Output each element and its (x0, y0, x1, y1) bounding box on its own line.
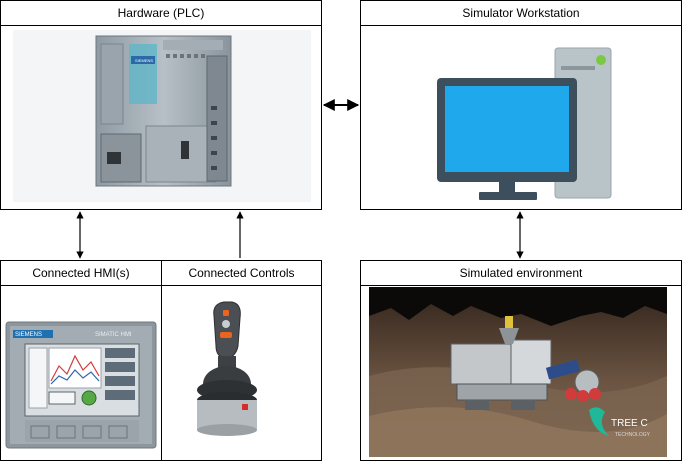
connected-controls-title: Connected Controls (162, 261, 321, 286)
tree-c-logo-text: TREE C (611, 418, 648, 429)
connected-hmi-title: Connected HMI(s) (1, 261, 161, 286)
connected-controls-block: Connected Controls (161, 260, 322, 461)
plc-brand-label: SIEMENS (135, 58, 153, 63)
simulation-scene-image: TREE C TECHNOLOGY (369, 287, 667, 457)
workstation-computer-icon (437, 47, 612, 200)
connected-hmi-block: Connected HMI(s) SIEMENS SIMATIC HMI (0, 260, 162, 461)
simulator-workstation-title: Simulator Workstation (361, 1, 681, 26)
hardware-plc-title: Hardware (PLC) (1, 1, 321, 26)
power-led-icon (596, 55, 606, 65)
tree-c-logo-subtext: TECHNOLOGY (615, 432, 651, 438)
hmi-model-label: SIMATIC HMI (95, 332, 132, 338)
joystick-image (197, 301, 257, 436)
tree-c-logo: TREE C TECHNOLOGY (589, 407, 651, 438)
hmi-panel-image: SIEMENS SIMATIC HMI (5, 321, 157, 449)
hardware-plc-block: Hardware (PLC) (0, 0, 322, 210)
hmi-brand-label: SIEMENS (15, 332, 42, 338)
mining-machine-image (450, 316, 601, 410)
simulator-workstation-block: Simulator Workstation (360, 0, 682, 210)
simulated-environment-block: Simulated environment (360, 260, 682, 461)
plc-device-image: SIEMENS (13, 30, 311, 202)
simulated-environment-title: Simulated environment (361, 261, 681, 286)
